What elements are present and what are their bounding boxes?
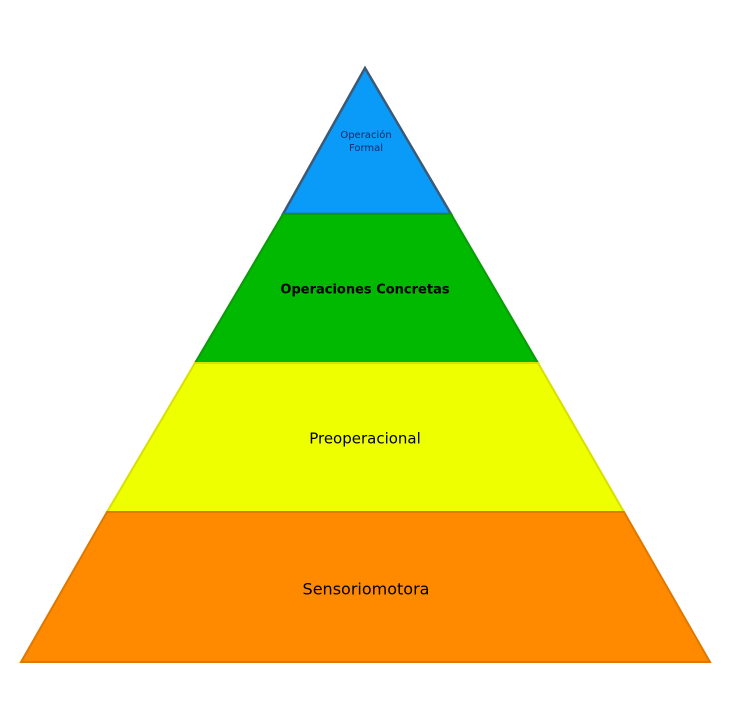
level-sensoriomotora	[19, 511, 712, 663]
label-operaciones-concretas: Operaciones Concretas	[280, 283, 449, 298]
label-sensoriomotora: Sensoriomotora	[303, 580, 430, 599]
level-operacion-formal	[280, 65, 454, 216]
label-operacion-formal-line2: Formal	[349, 143, 383, 154]
label-operacion-formal-line1: Operación	[340, 129, 391, 141]
label-preoperacional: Preoperacional	[309, 430, 421, 448]
